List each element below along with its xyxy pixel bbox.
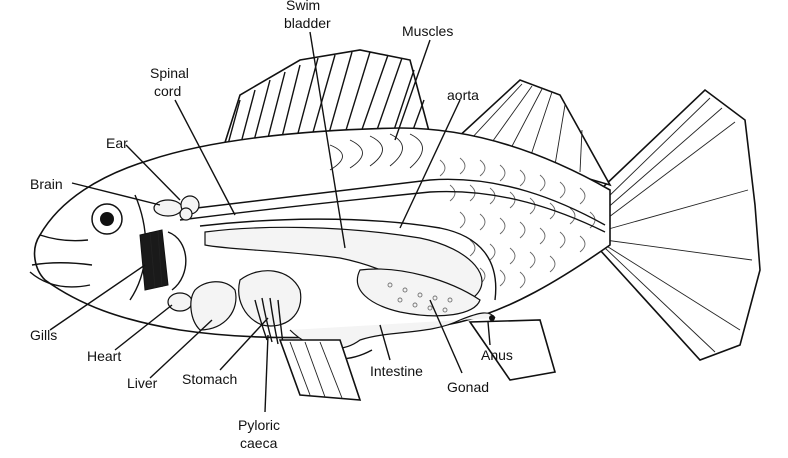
pelvic-fin xyxy=(278,339,362,401)
caudal-fin xyxy=(599,88,761,361)
label-pyloric-caeca-line2: caeca xyxy=(240,435,278,451)
label-swim-bladder-line1: Swim xyxy=(286,0,320,13)
rear-dorsal-fin-rays xyxy=(469,83,583,173)
label-spinal-cord-line1: Spinal xyxy=(150,65,189,81)
muscle-bands xyxy=(329,133,423,171)
label-aorta: aorta xyxy=(447,87,479,103)
label-liver: Liver xyxy=(127,375,158,391)
label-spinal-cord-line2: cord xyxy=(154,83,181,99)
mouth xyxy=(29,234,93,288)
label-intestine: Intestine xyxy=(370,363,423,379)
anal-fin xyxy=(468,319,557,381)
anus xyxy=(489,315,495,321)
label-pyloric-caeca-line1: Pyloric xyxy=(238,417,280,433)
vertebral-column xyxy=(179,178,606,226)
label-anus: Anus xyxy=(481,347,513,363)
label-muscles: Muscles xyxy=(402,23,453,39)
label-brain: Brain xyxy=(30,176,63,192)
label-ear: Ear xyxy=(106,135,128,151)
gonad xyxy=(356,268,481,317)
brain xyxy=(153,199,183,217)
labels: Swim bladder Muscles Spinal cord aorta E… xyxy=(30,0,513,451)
leader-lines xyxy=(49,31,491,413)
label-stomach: Stomach xyxy=(182,371,237,387)
liver xyxy=(190,281,237,331)
gills xyxy=(139,229,187,291)
aorta xyxy=(199,218,497,301)
pupil xyxy=(100,212,114,226)
label-gonad: Gonad xyxy=(447,379,489,395)
caudal-fin-rays xyxy=(604,97,753,353)
label-heart: Heart xyxy=(87,348,121,364)
label-gills: Gills xyxy=(30,327,57,343)
scales xyxy=(439,157,596,289)
heart xyxy=(167,292,193,312)
label-swim-bladder-line2: bladder xyxy=(284,15,331,31)
